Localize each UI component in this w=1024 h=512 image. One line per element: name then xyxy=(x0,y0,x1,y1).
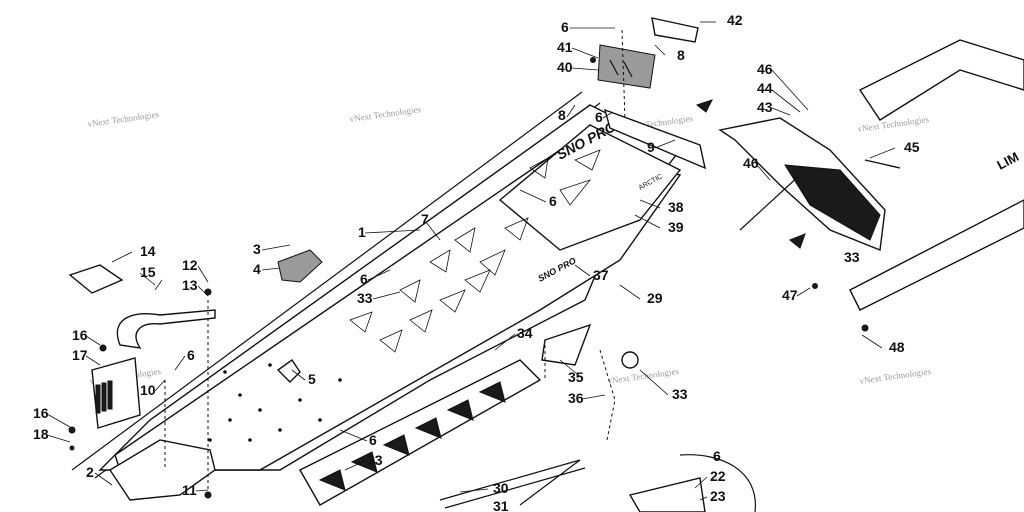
callout-c37: 37 xyxy=(593,267,609,283)
rear-flap-17 xyxy=(91,357,141,429)
callout-c48: 48 xyxy=(889,339,905,355)
callout-c6b: 6 xyxy=(595,109,603,125)
callout-c43: 43 xyxy=(757,99,773,115)
callout-c46a: 46 xyxy=(757,61,773,77)
bracket-22 xyxy=(628,477,706,512)
tunnel-assembly: SNO PRO ARCTIC SNO PRO xyxy=(71,91,682,479)
rear-handle xyxy=(116,279,216,349)
callout-c38: 38 xyxy=(668,199,684,215)
track-rail xyxy=(299,359,586,509)
callout-c8a: 8 xyxy=(677,47,685,63)
callout-c16b: 16 xyxy=(33,405,49,421)
watermark-7: vNext Technologies xyxy=(607,366,680,386)
callout-c11: 11 xyxy=(182,482,197,498)
callout-c34: 34 xyxy=(517,325,533,341)
callout-c41: 41 xyxy=(557,39,573,55)
callout-c5: 5 xyxy=(308,371,316,387)
callout-c22: 22 xyxy=(710,468,726,484)
tunnel-holes xyxy=(208,363,342,442)
callout-c39: 39 xyxy=(668,219,684,235)
callout-c6c: 6 xyxy=(549,193,557,209)
callout-c9: 9 xyxy=(647,139,655,155)
callout-c6a: 6 xyxy=(561,19,569,35)
callout-c30: 30 xyxy=(493,480,509,496)
watermark-8: vNext Technologies xyxy=(859,366,932,386)
callout-c14: 14 xyxy=(140,243,156,259)
bracket-5 xyxy=(276,359,301,383)
leader-lines xyxy=(46,21,896,501)
right-rail: LIM xyxy=(849,39,1024,311)
callout-c33a: 33 xyxy=(844,249,860,265)
callout-c33d: 33 xyxy=(367,452,383,468)
callout-c40: 40 xyxy=(557,59,573,75)
lower-bracket-2 xyxy=(109,439,216,501)
watermark-1: vNext Technologies xyxy=(87,109,160,129)
rail-decal: LIM xyxy=(994,149,1021,173)
callout-c3: 3 xyxy=(253,241,261,257)
callout-c17: 17 xyxy=(72,347,88,363)
callout-c1: 1 xyxy=(358,224,366,240)
top-clip-42 xyxy=(651,17,699,43)
taillight-assembly xyxy=(718,117,901,251)
tunnel-cutouts xyxy=(349,149,601,353)
callout-c44: 44 xyxy=(757,80,773,96)
fasteners xyxy=(68,57,869,499)
guide-lines xyxy=(164,29,626,490)
callout-c6f: 6 xyxy=(369,432,377,448)
bracket-4 xyxy=(277,249,323,283)
callout-c47: 47 xyxy=(782,287,798,303)
callout-c45: 45 xyxy=(904,139,920,155)
callout-c35: 35 xyxy=(568,369,584,385)
rear-cap-14 xyxy=(68,264,124,294)
callout-c7: 7 xyxy=(421,211,429,227)
callout-c18: 18 xyxy=(33,426,49,442)
callout-c4: 4 xyxy=(253,261,261,277)
callout-c29: 29 xyxy=(647,290,663,306)
callout-c31: 31 xyxy=(493,498,509,512)
callout-c6g: 6 xyxy=(713,448,721,464)
callout-c33c: 33 xyxy=(672,386,688,402)
rear-bracket-9 xyxy=(603,108,706,170)
watermark-4: vNext Technologies xyxy=(857,114,930,134)
callout-c6d: 6 xyxy=(360,271,368,287)
callout-c16a: 16 xyxy=(72,327,88,343)
bracket-35 xyxy=(541,323,592,366)
callout-c6e: 6 xyxy=(187,347,195,363)
callout-c10: 10 xyxy=(140,382,156,398)
callout-c23: 23 xyxy=(710,488,726,504)
callout-c15: 15 xyxy=(140,264,156,280)
top-cap-40 xyxy=(597,44,656,89)
callout-c2: 2 xyxy=(86,464,94,480)
callout-c33b: 33 xyxy=(357,290,373,306)
callout-c8b: 8 xyxy=(558,107,566,123)
callout-c13: 13 xyxy=(182,277,198,293)
chain-36 xyxy=(599,349,639,441)
watermark-2: vNext Technologies xyxy=(349,104,422,124)
callout-c46b: 46 xyxy=(743,155,759,171)
callout-c42: 42 xyxy=(727,12,743,28)
callout-c36: 36 xyxy=(568,390,584,406)
callout-c12: 12 xyxy=(182,257,198,273)
